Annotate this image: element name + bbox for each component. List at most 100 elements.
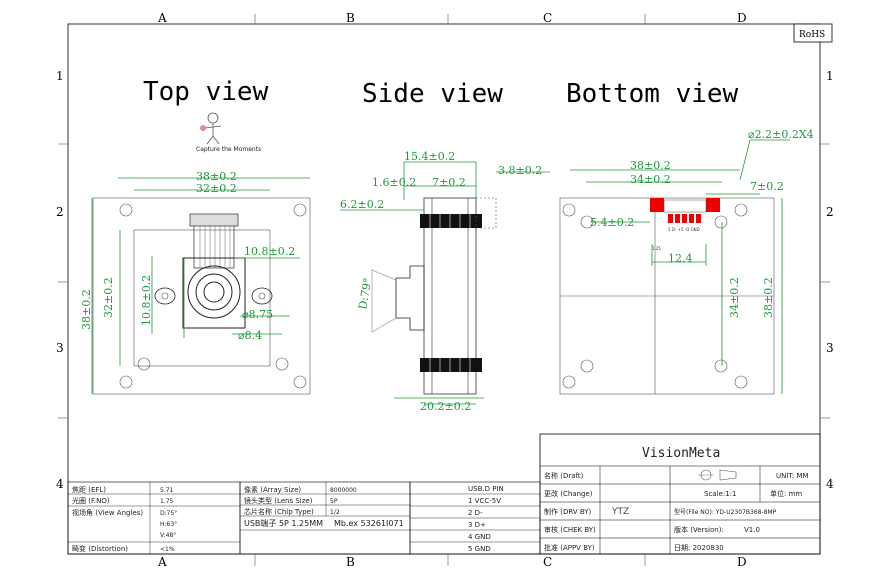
- spec-value-3: H:63°: [160, 521, 177, 528]
- spec-value-5: <1%: [160, 546, 175, 553]
- bottom-pin-label: 5 D- +5 -D GND: [668, 227, 700, 232]
- hole-tl: [119, 203, 133, 217]
- dim-bottom-v-inner: 34±0.2: [728, 277, 741, 318]
- side-lens: [395, 265, 425, 331]
- dim-bottom-pitch: 12.4: [668, 252, 693, 265]
- col-label-b-bottom: B: [346, 555, 355, 569]
- row-label-3-right: 3: [826, 341, 834, 355]
- spec-value-1: 1.75: [160, 498, 174, 505]
- hole-br: [275, 357, 289, 371]
- sensor-label-1: 镜头类型 (Lens Size): [244, 496, 313, 505]
- spec-label-2: 视场角 (View Angles): [72, 508, 143, 517]
- row-label-4-left: 4: [56, 477, 64, 491]
- lens-mount: [182, 257, 246, 329]
- spec-value-2: D:75°: [160, 510, 177, 517]
- dim-side-total: 15.4±0.2: [404, 150, 455, 163]
- connector-model: Mb.ex 53261I071: [334, 519, 404, 528]
- dim-side-b: 7±0.2: [432, 176, 466, 189]
- dim-top-height-outer: 38±0.2: [80, 289, 93, 330]
- company-name: VisionMeta: [642, 446, 720, 461]
- hole-br2: [293, 375, 307, 389]
- dim-side-a: 1.6±0.2: [372, 176, 416, 189]
- dim-top-width-outer: 38±0.2: [196, 170, 237, 183]
- drawing-date: 日期: 2020830: [674, 544, 724, 552]
- logo-text: Capture the Moments: [196, 146, 261, 153]
- spec-table: [67, 481, 241, 555]
- lens-ear-left: [154, 287, 176, 305]
- lens-inner: [203, 281, 225, 303]
- logo-figure-icon: [200, 112, 222, 145]
- bottom-view: 5 D- +5 -D GND 1.25 ⌀2.2±0.2X4 38±0.2 34…: [559, 128, 814, 395]
- dim-bottom-hole: ⌀2.2±0.2X4: [748, 128, 814, 141]
- hole-tr: [293, 203, 307, 217]
- row-label-1-left: 1: [56, 69, 64, 83]
- pin-3: 3 D+: [468, 521, 486, 529]
- flex-connector: [189, 213, 239, 227]
- rohs-label: RoHS: [799, 30, 825, 40]
- conn-pad-left: [650, 198, 664, 212]
- title-block: [539, 433, 821, 555]
- sensor-value-0: 8000000: [330, 487, 357, 494]
- dim-bottom-left: 5.4±0.2: [590, 216, 634, 229]
- hole-bl: [137, 357, 151, 371]
- file-number: 型号(File NO): YD-U2307B368-8MP: [674, 508, 777, 516]
- dim-top-height-inner: 32±0.2: [102, 277, 115, 318]
- side-connector-bottom: [420, 358, 482, 372]
- bottom-small-mark: 1.25: [652, 246, 661, 251]
- side-view: 15.4±0.2 3.8±0.2 1.6±0.2 7±0.2 6.2±0.2 D…: [340, 150, 550, 413]
- lens-ear-right: [251, 287, 273, 305]
- dim-lens-height: 10.8±0.2: [140, 275, 153, 326]
- spec-label-0: 焦距 (EFL): [72, 485, 106, 494]
- pin-2: 2 D-: [468, 509, 483, 517]
- side-connector-top: [420, 214, 482, 228]
- unit-cn-label: 单位: mm: [770, 489, 802, 498]
- pin-1: 1 VCC-5V: [468, 497, 501, 505]
- lens-outer: [187, 265, 241, 319]
- bottom-view-title: Bottom view: [566, 79, 739, 109]
- zone-ticks: [58, 14, 830, 566]
- sensor-label-0: 像素 (Array Size): [244, 485, 301, 494]
- col-label-c-top: C: [543, 11, 552, 25]
- tb-drawn-by: YTZ: [611, 507, 629, 517]
- unit-label: UNIT: MM: [776, 472, 809, 480]
- pin-4: 4 GND: [468, 533, 491, 541]
- col-label-a-top: A: [157, 11, 167, 25]
- top-view-title: Top view: [143, 77, 269, 107]
- dim-bottom-inner: 34±0.2: [630, 173, 671, 186]
- tb-row-label-3: 审核 (CHEK BY): [544, 525, 596, 534]
- sensor-value-1: 5P: [330, 498, 338, 505]
- tb-row-label-0: 名称 (Draft): [544, 471, 584, 480]
- top-board-inner: [133, 229, 271, 367]
- scale-label: Scale:1:1: [704, 490, 736, 498]
- col-label-c-bottom: C: [543, 555, 552, 569]
- version-value: V1.0: [744, 526, 760, 534]
- dim-side-angle: D:79°: [356, 277, 374, 311]
- spec-value-0: 5.71: [160, 487, 174, 494]
- spec-label-1: 光圈 (F.NO): [72, 496, 110, 505]
- dim-side-c: 6.2±0.2: [340, 198, 384, 211]
- tb-row-label-4: 批准 (APPV BY): [544, 543, 595, 552]
- row-label-2-right: 2: [826, 205, 834, 219]
- connector-label: USB端子 5P 1.25MM: [244, 518, 323, 528]
- top-board: [92, 197, 311, 395]
- dim-side-right: 3.8±0.2: [498, 164, 542, 177]
- col-label-d-top: D: [737, 11, 747, 25]
- dim-top-width-inner: 32±0.2: [196, 182, 237, 195]
- sensor-value-2: 1/2: [330, 509, 340, 516]
- dim-lens-dia1: ⌀8.75: [242, 308, 273, 321]
- dim-side-bottom: 20.2±0.2: [420, 400, 471, 413]
- version-label: 版本 (Version):: [674, 525, 724, 534]
- hole-bl2: [119, 375, 133, 389]
- dim-lens-dia2: ⌀8.4: [238, 329, 262, 342]
- row-label-3-left: 3: [56, 341, 64, 355]
- sensor-label-2: 芯片名称 (Chip Type): [244, 507, 314, 516]
- spec-value-4: V:48°: [160, 532, 176, 539]
- top-view: Capture the Moments: [80, 112, 311, 395]
- row-label-4-right: 4: [826, 477, 834, 491]
- rohs-box: [793, 23, 833, 43]
- dim-lens-width: 10.8±0.2: [244, 245, 295, 258]
- pin-table-title: USB.D PIN: [468, 485, 504, 493]
- pin-5: 5 GND: [468, 545, 491, 553]
- dim-bottom-outer: 38±0.2: [630, 159, 671, 172]
